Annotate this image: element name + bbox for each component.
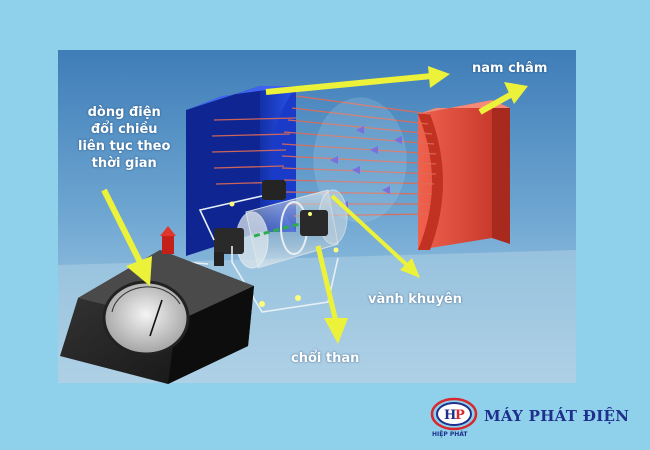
company-logo: H P (430, 397, 478, 431)
label-current-line-3: liên tục theo (78, 139, 171, 154)
slip-ring-assembly (214, 180, 348, 269)
magnet-south-pole (418, 100, 510, 250)
brand-title: MÁY PHÁT ĐIỆN (484, 407, 630, 425)
label-current-line-2: đổi chiều (90, 122, 158, 137)
spark-points (229, 201, 339, 307)
galvanometer (60, 226, 254, 384)
label-slip-ring: vành khuyên (368, 292, 462, 307)
label-carbon-brush: chổi than (291, 351, 360, 366)
label-alternating-current: dòng điện đổi chiều liên tục theo thời g… (78, 104, 170, 172)
svg-text:H: H (444, 408, 456, 423)
arrow-to-magnet-red (478, 82, 528, 115)
arrow-to-magnet-blue (265, 66, 450, 95)
annotation-arrows (101, 66, 528, 344)
arrow-to-slip-ring (330, 194, 420, 278)
arrow-to-brush (315, 245, 348, 344)
label-magnet: nam châm (472, 61, 548, 76)
label-current-line-1: dòng điện (87, 105, 161, 120)
svg-text:P: P (455, 408, 465, 423)
arrow-to-meter (101, 188, 152, 286)
logo-text: HIỆP PHÁT (432, 431, 468, 438)
label-current-line-4: thời gian (91, 156, 157, 171)
